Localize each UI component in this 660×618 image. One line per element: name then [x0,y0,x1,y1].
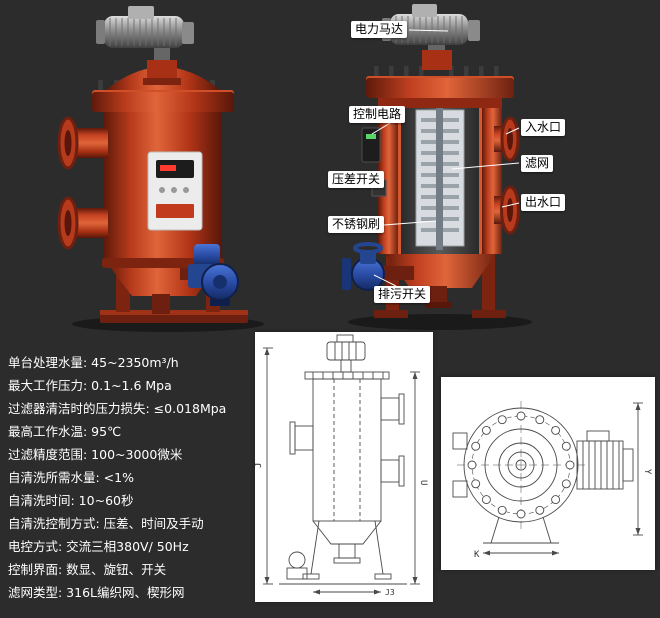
electric-motor [96,6,194,48]
spec-control-ui: 控制界面: 数显、旋钮、开关 [8,562,167,577]
control-box [147,151,203,231]
spec-max-temperature: 最高工作水温: 95℃ [8,424,122,439]
spec-mesh-type: 滤网类型: 316L编织网、楔形网 [8,585,185,600]
callout-control-circuit: 控制电路 [349,106,406,123]
dim-label-right: U [418,480,428,485]
callout-inlet: 入水口 [521,119,566,136]
dim-label-height: Y [642,469,652,475]
callout-drain: 排污开关 [374,286,431,303]
callout-pressure-switch: 压差开关 [328,171,385,188]
callout-outlet: 出水口 [521,194,566,211]
dim-label-bottom: J3 [385,588,395,597]
technical-drawing-top-view: Y K [441,377,655,570]
gear-stem [143,48,181,85]
spec-cleaning-time: 自清洗时间: 10~60秒 [8,493,134,508]
dim-label-left: J [255,463,264,468]
spec-max-pressure: 最大工作压力: 0.1~1.6 Mpa [8,378,172,393]
callout-mesh: 滤网 [521,155,554,172]
base-plate [100,310,248,323]
top-flange-ring [366,66,514,98]
callout-motor: 电力马达 [351,21,408,38]
dim-label-width: K [474,550,480,560]
spec-control-mode: 自清洗控制方式: 压差、时间及手动 [8,516,204,531]
filter-mesh-cartridge [415,106,465,250]
brush-shaft [436,106,443,250]
side-flange-pipe-upper [57,116,108,170]
spec-flow-rate: 单台处理水量: 45~2350m³/h [8,355,179,370]
callout-brush: 不锈钢刷 [328,216,385,233]
spec-power-supply: 电控方式: 交流三相380V/ 50Hz [8,539,189,554]
spec-filtration-range: 过滤精度范围: 100~3000微米 [8,447,183,462]
filter-render-exterior [57,6,264,332]
side-flange-pipe-lower [57,196,108,250]
spec-list: 单台处理水量: 45~2350m³/h 最大工作压力: 0.1~1.6 Mpa … [8,351,252,604]
technical-drawing-front-view: J U J3 [254,332,433,602]
control-circuit-box [361,127,381,163]
spec-cleaning-water: 自清洗所需水量: <1% [8,470,134,485]
spec-pressure-loss: 过滤器清洁时的压力损失: ≤0.018Mpa [8,401,227,416]
drive-pump [180,244,239,306]
